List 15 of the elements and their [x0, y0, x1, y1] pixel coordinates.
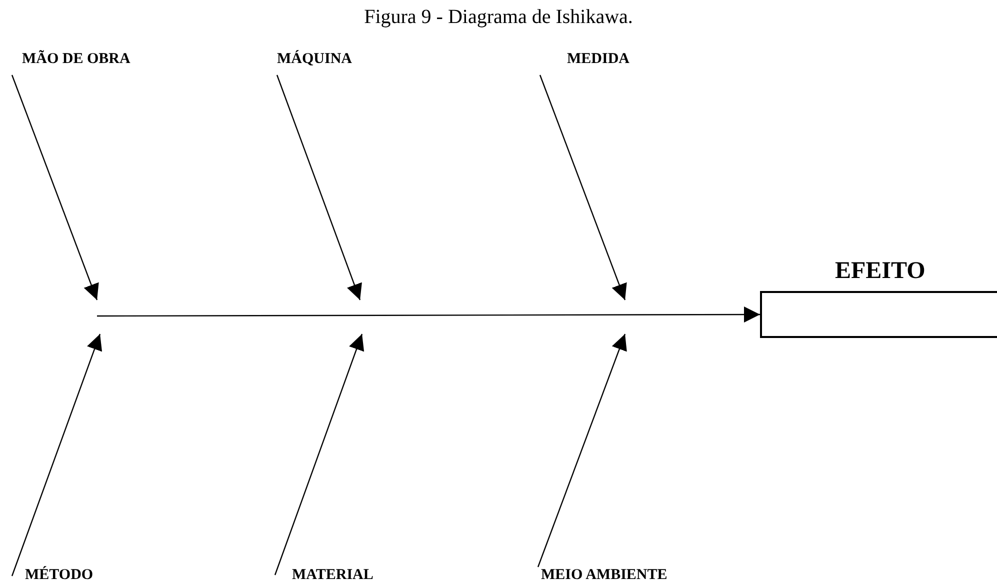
cause-label: MEIO AMBIENTE — [541, 567, 668, 584]
cause-label: MEDIDA — [567, 51, 630, 68]
arrow — [274, 334, 364, 576]
cause-label: MATERIAL — [292, 567, 374, 584]
cause-label: MÁQUINA — [277, 51, 352, 68]
cause-label: MÃO DE OBRA — [22, 51, 130, 68]
arrow — [539, 74, 627, 300]
arrow — [276, 74, 362, 300]
cause-label: MÉTODO — [25, 567, 94, 584]
arrow — [97, 306, 760, 323]
arrow — [537, 334, 627, 568]
figure-title: Figura 9 - Diagrama de Ishikawa. — [363, 6, 634, 29]
arrow — [11, 74, 99, 300]
effect-heading: EFEITO — [835, 258, 926, 284]
arrow — [11, 334, 102, 576]
